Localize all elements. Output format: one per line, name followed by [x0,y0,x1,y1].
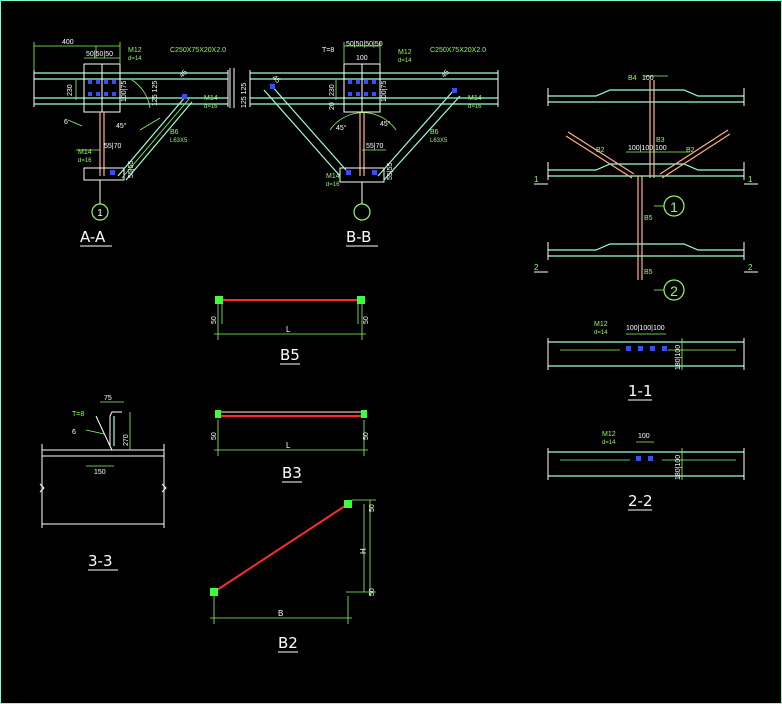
b2-height: H [359,548,368,554]
member-b5b: B5 [644,269,653,276]
caption-2-2: 2-2 [628,492,653,510]
bolt-d16b-aa: d=16 [78,158,92,164]
dim-45-aa: 45 [178,69,189,80]
section-2-left: 2 [534,263,539,272]
dim-100-22: 100 [638,433,650,440]
dims-11: 100|100|100 [626,325,665,332]
view-3-3: T=8 75 270 6 150 3-3 [39,395,167,571]
dim-20-bb: 20 [329,102,336,110]
view-b3: 50 50 L B3 [211,410,370,483]
angle-45a-bb: 45° [336,124,347,132]
height-22: 180|100 [675,455,682,480]
height-11: 180|100 [675,345,682,370]
section-1-left: 1 [534,175,539,184]
bolt-m14b-bb: M14 [326,173,340,180]
bolt-d14-11: d=14 [594,330,608,336]
dim-125-bb: 125 125 [241,83,248,108]
b3-length: L [286,441,291,450]
view-2-2: M12 d=14 100 180|100 2-2 [547,431,745,511]
caption-1-1: 1-1 [628,382,653,400]
thickness-bb: T=8 [322,47,334,54]
dim-5555-bb: 55|55 [387,163,394,180]
bolt-m12-aa: M12 [128,47,142,54]
dim-5555-aa: 55|55 [128,161,135,178]
b5-dim-50b: 50 [363,316,370,324]
channel-spec-aa: C250X75X20X2.0 [170,47,226,54]
member-b4: B4 [628,75,637,82]
member-b5: B5 [644,215,653,222]
member-b2-right: B2 [686,147,695,154]
callout-1: 1 [670,199,678,215]
b3-dim-50b: 50 [363,432,370,440]
view-aa: 1 400 50|50|50 M12 d=14 C250X75X20X2.0 2… [33,39,229,247]
dim-150-33: 150 [94,469,106,476]
dim-230-aa: 230 [67,84,74,96]
b3-dim-50a: 50 [211,432,218,440]
bolt-d16-aa: d=16 [204,104,218,110]
bolt-m12-11: M12 [594,321,608,328]
channel-spec-bb: C250X75X20X2.0 [430,47,486,54]
dims-plan: 100|100|100 [628,145,667,152]
view-bb: T=8 50|50|50|50 M12 d=14 C250X75X20X2.0 … [241,41,499,247]
angle-45-aa: 45° [116,122,127,130]
dim-top-aa: 50|50|50 [86,51,113,58]
view-1-1: M12 d=14 100|100|100 180|100 1-1 [547,321,745,401]
bolt-d16b-bb: d=16 [326,182,340,188]
bolt-m12-bb: M12 [398,49,412,56]
view-plan: B4 100 B3 B2 B2 100|100|100 B5 B5 1 1 2 … [534,75,758,301]
bolt-m14-aa: M14 [204,95,218,102]
bolt-d14-bb: d=14 [398,58,412,64]
dim-75-33: 75 [104,395,112,402]
dim-230-bb: 230 [329,84,336,96]
b2-dim-50b: 50 [369,588,376,596]
b5-dim-50a: 50 [211,316,218,324]
bolt-d14-22: d=14 [602,440,616,446]
angle-45b-bb: 45° [380,120,391,128]
caption-b2: B2 [278,634,298,652]
brace-angle-bb: L63X5 [430,138,448,144]
b2-dim-50a: 50 [369,504,376,512]
caption-b5: B5 [280,346,300,364]
section-1-right: 1 [748,175,753,184]
dim-270-33: 270 [123,434,130,446]
bolt-m14b-aa: M14 [78,149,92,156]
brace-b6-bb: B6 [430,129,439,136]
callout-2: 2 [670,283,678,299]
weld-6-33: 6 [72,429,76,436]
caption-3-3: 3-3 [88,552,113,570]
caption-aa: A-A [80,228,106,246]
dim-400: 400 [62,39,74,46]
dim-45a-bb: 45 [271,74,282,85]
grid-label-aa: 1 [97,208,103,219]
dim-45b-bb: 45 [440,69,451,80]
caption-bb: B-B [346,228,371,246]
view-b5: 50 50 L B5 [211,296,370,365]
section-2-right: 2 [748,263,753,272]
thickness-33: T=8 [72,411,84,418]
bolt-d14-aa: d=14 [128,56,142,62]
dim-100-aa: 100|75 [121,81,128,102]
dim-5570-aa: 55|70 [104,143,121,150]
weld-6-aa: 6 [64,119,68,126]
dim-100-bb: 100 [356,55,368,62]
dim-top-bb: 50|50|50|50 [346,41,383,48]
brace-b6-aa: B6 [170,129,179,136]
dim-100-75-bb: 100|75 [381,81,388,102]
brace-angle-aa: L63X5 [170,138,188,144]
b5-length: L [286,325,291,334]
bolt-d16-bb: d=16 [468,104,482,110]
dim-5570-bb: 55|70 [366,143,383,150]
dim-100-plan: 100 [642,75,654,82]
bolt-m12-22: M12 [602,431,616,438]
bolt-m14-bb: M14 [468,95,482,102]
member-b3: B3 [656,137,665,144]
dim-125-aa: 125 125 [152,81,159,106]
member-b2-left: B2 [596,147,605,154]
caption-b3: B3 [282,464,302,482]
view-b2: 50 50 H B B2 [210,499,376,653]
b2-base: B [278,609,283,618]
